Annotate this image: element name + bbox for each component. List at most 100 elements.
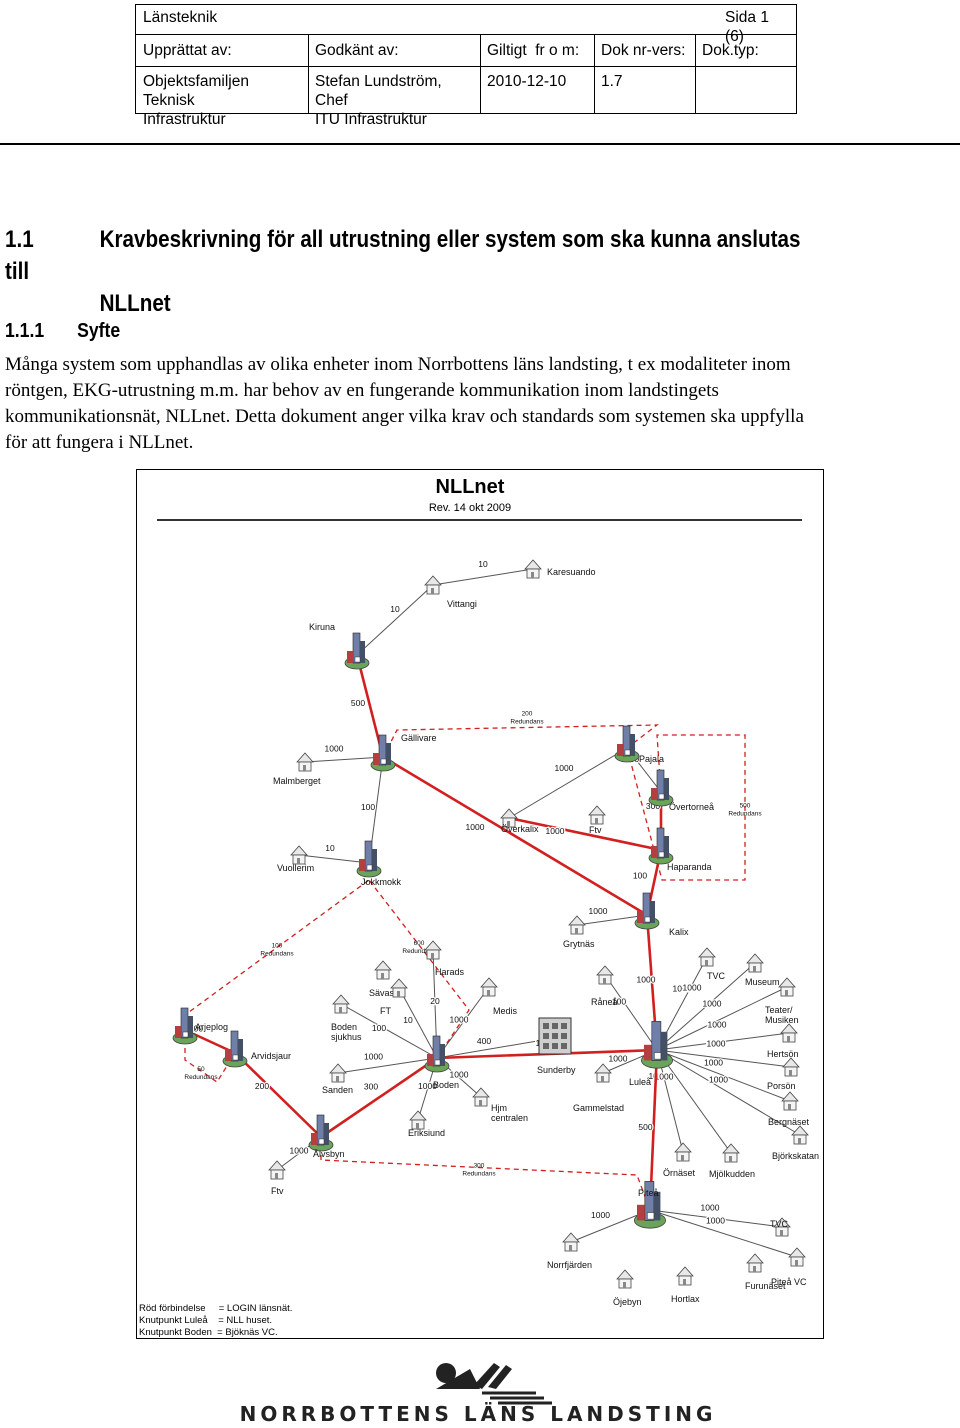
nll-logo-mark — [436, 1363, 552, 1405]
link-label: 200 — [255, 1081, 269, 1091]
hub-block — [651, 846, 657, 858]
link-gray — [398, 987, 438, 1059]
link-red — [382, 755, 648, 917]
body-paragraph: Många system som upphandlas av olika enh… — [5, 352, 955, 456]
link-label: 500 — [638, 1122, 652, 1132]
link-dashed — [626, 734, 746, 881]
hub-box — [182, 1031, 189, 1038]
node-porson: Porsön — [767, 1057, 800, 1091]
node-label: Sanden — [322, 1085, 353, 1095]
node-label: Arvidsjaur — [251, 1051, 291, 1061]
link-gray — [604, 974, 658, 1051]
node-label: Öjebyn — [613, 1297, 642, 1307]
hub-tower — [440, 1044, 445, 1066]
paragraph-line: för att fungera i NLLnet. — [5, 432, 194, 453]
node-eriksiund: Eriksiund — [408, 1110, 445, 1138]
node-label: Bergnäset — [768, 1117, 810, 1127]
hub-tower — [188, 1016, 193, 1038]
node-lulea: Luleå — [629, 1021, 673, 1087]
link-label: 20 — [430, 996, 440, 1006]
hub-tower — [644, 1181, 655, 1221]
house-door — [381, 973, 384, 979]
link-gray — [656, 1049, 801, 1136]
node-label: Överkalix — [501, 824, 539, 834]
house-roof — [596, 965, 614, 976]
section-title-line-1: Kravbeskrivning för all utrustning eller… — [5, 226, 801, 285]
link-label: 1000 — [673, 984, 692, 994]
hub-tower — [360, 641, 365, 663]
house-door — [785, 990, 788, 996]
link-gray — [340, 1003, 438, 1059]
node-furunaset: Furunäset — [745, 1253, 786, 1291]
link-gray — [656, 1049, 791, 1102]
link-red — [234, 1052, 322, 1138]
node-pitea: Piteå — [633, 1181, 666, 1229]
link-label: 1000 — [325, 744, 344, 754]
node-label: TVC — [770, 1219, 789, 1229]
link-label: 1000 — [555, 763, 574, 773]
link-label: 10 — [478, 559, 488, 569]
house-door — [431, 588, 434, 594]
node-ojebyn: Öjebyn — [613, 1269, 642, 1307]
hub-block — [427, 1054, 433, 1066]
house-door — [788, 1104, 791, 1110]
link-label: 1000 — [589, 906, 608, 916]
server-window — [543, 1023, 549, 1029]
node-label: Gällivare — [401, 733, 437, 743]
link-dashed — [368, 863, 470, 1059]
paragraph-line: kommunikationsnät, NLLnet. Detta dokumen… — [5, 406, 804, 427]
house-roof — [524, 559, 542, 570]
link-label: 1000 — [290, 1146, 309, 1156]
hub-box — [658, 793, 665, 800]
link-label: 1000 — [683, 983, 702, 993]
node-label: Jokkmokk — [361, 877, 402, 887]
col-divider — [695, 35, 696, 113]
hub-box — [624, 749, 631, 756]
link-label: 1000 — [450, 1070, 469, 1080]
node-bjorkskatan: Björkskatan — [772, 1125, 819, 1161]
hub-box — [647, 1212, 655, 1220]
server-window — [543, 1033, 549, 1039]
house-door — [336, 1076, 339, 1082]
house-roof — [782, 1057, 800, 1068]
organization-logo: NORRBOTTENS LÄNS LANDSTING — [0, 1355, 960, 1426]
house-door — [297, 858, 300, 864]
node-label: Hertsön — [767, 1049, 799, 1059]
link-label: 1000 — [609, 1054, 628, 1064]
header-row-3: Objektsfamiljen Teknisk Infrastruktur St… — [136, 67, 796, 128]
hub-tower — [372, 849, 377, 871]
link-label: 1000 — [649, 1071, 668, 1081]
node-label: Sävast — [369, 988, 397, 998]
house-roof — [674, 1142, 692, 1153]
node-label: Vuollerim — [277, 863, 314, 873]
hub-tower — [324, 1123, 329, 1145]
link-gray — [656, 962, 756, 1051]
house-door — [575, 928, 578, 934]
house-roof — [781, 1091, 799, 1102]
link-label: 1000 — [546, 826, 565, 836]
link-gray — [298, 854, 370, 864]
house-door — [507, 821, 510, 827]
node-alvsbyn: Älvsbyn — [308, 1114, 345, 1159]
house-roof — [788, 1247, 806, 1258]
node-label: Teater/Musiken — [765, 1005, 799, 1025]
link-red — [320, 1056, 438, 1139]
node-karesuando: Karesuando — [524, 559, 596, 579]
node-pajala: Pajala — [614, 725, 664, 764]
col-divider — [594, 35, 595, 113]
node-norrfjarden: Norrfjärden — [547, 1232, 592, 1270]
node-malmberget: Malmberget — [273, 752, 321, 786]
nodes-layer: KaresuandoVittangiKirunaGällivareMalmber… — [172, 559, 819, 1307]
link-dashed — [184, 1030, 236, 1083]
house-roof — [562, 1232, 580, 1243]
node-sunderby: Sunderby — [537, 1017, 576, 1075]
link-label: 100 — [612, 997, 626, 1007]
